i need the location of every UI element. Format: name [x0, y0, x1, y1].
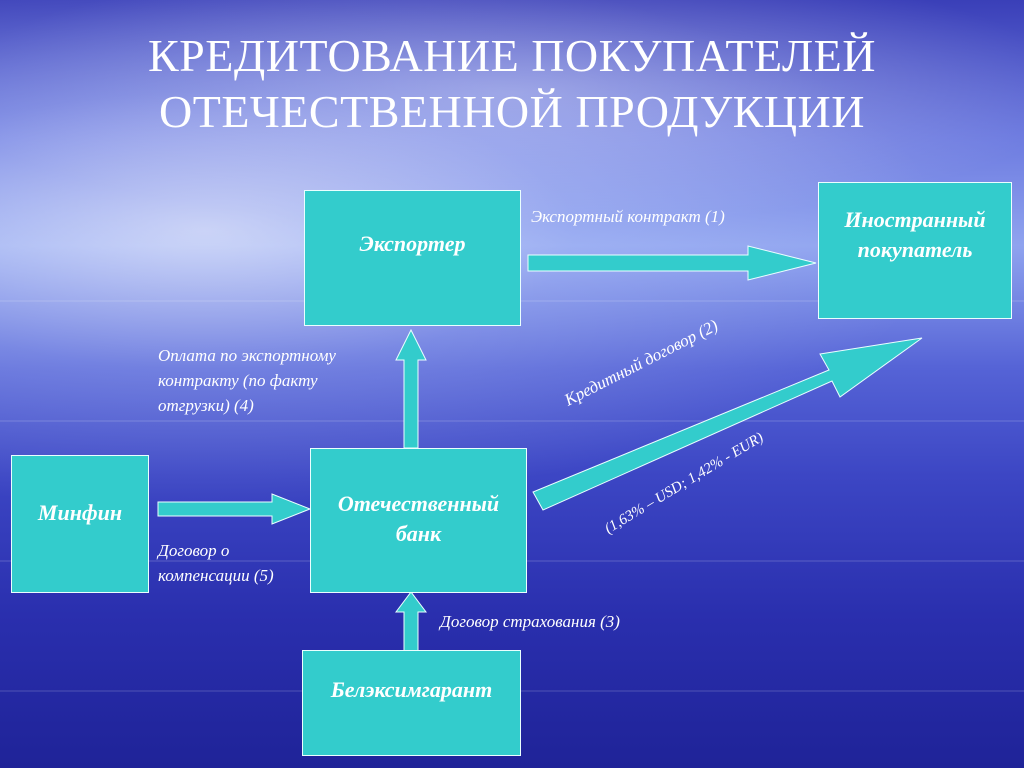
arrow-compensation [157, 493, 312, 525]
arrow-credit-contract [532, 337, 923, 511]
compensation-label-1: Договор о [158, 541, 230, 560]
export-contract-label: Экспортный контракт (1) [531, 207, 725, 226]
payment-label-2: контракту (по факту [158, 371, 318, 390]
minfin-label: Минфин [37, 500, 123, 525]
belexim-box: Белэксимгарант [302, 650, 521, 756]
payment-label-1: Оплата по экспортному [158, 346, 336, 365]
compensation-label: Договор о компенсации (5) [158, 538, 274, 588]
water-line [0, 420, 1024, 422]
bank-label-2: банк [395, 521, 442, 546]
title-line-2: ОТЕЧЕСТВЕННОЙ ПРОДУКЦИИ [159, 86, 865, 137]
arrow-export-contract [527, 245, 817, 281]
minfin-box: Минфин [11, 455, 149, 593]
payment-label: Оплата по экспортному контракту (по факт… [158, 343, 336, 418]
arrow-payment [395, 328, 427, 449]
bank-box: Отечественный банк [310, 448, 527, 593]
belexim-label: Белэксимгарант [330, 677, 493, 702]
slide-title: КРЕДИТОВАНИЕ ПОКУПАТЕЛЕЙ ОТЕЧЕСТВЕННОЙ П… [60, 28, 964, 140]
title-line-1: КРЕДИТОВАНИЕ ПОКУПАТЕЛЕЙ [148, 30, 876, 81]
exporter-box: Экспортер [304, 190, 521, 326]
foreign-buyer-label-1: Иностранный [844, 207, 986, 232]
arrow-insurance [395, 591, 427, 653]
payment-label-3: отгрузки) (4) [158, 396, 254, 415]
compensation-label-2: компенсации (5) [158, 566, 274, 585]
foreign-buyer-box: Иностранный покупатель [818, 182, 1012, 319]
foreign-buyer-label-2: покупатель [857, 237, 973, 262]
insurance-label: Договор страхования (3) [440, 612, 620, 631]
bank-label-1: Отечественный [337, 491, 500, 516]
exporter-label: Экспортер [359, 231, 466, 256]
